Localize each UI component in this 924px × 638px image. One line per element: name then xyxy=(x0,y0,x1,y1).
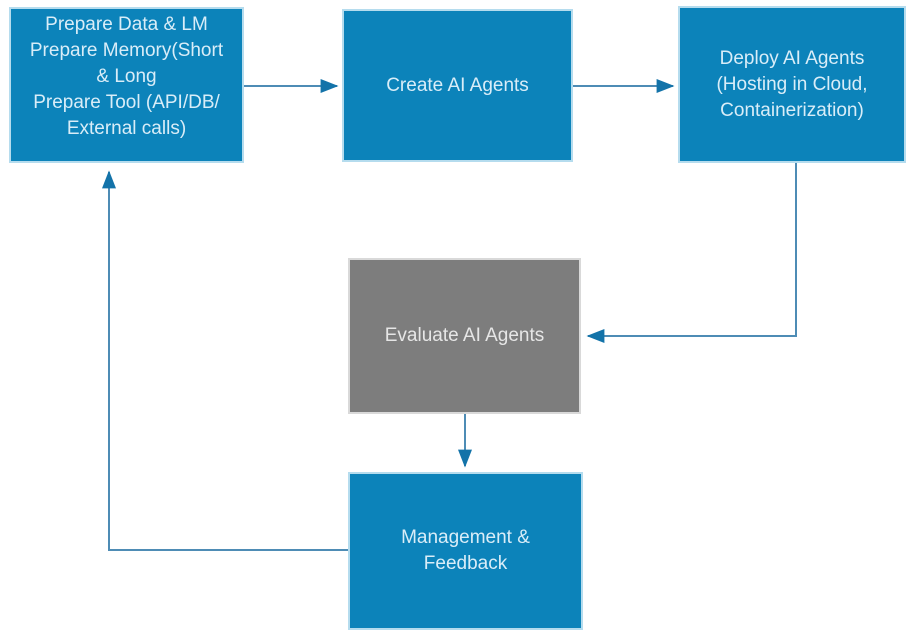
node-evaluate-ai-agents: Evaluate AI Agents xyxy=(348,258,581,414)
node-create-ai-agents-label: Create AI Agents xyxy=(386,74,529,96)
edge-manage-to-prepare xyxy=(102,170,348,551)
node-management-feedback-label: Management & Feedback xyxy=(401,527,530,574)
node-create-ai-agents: Create AI Agents xyxy=(342,9,573,162)
node-evaluate-ai-agents-label: Evaluate AI Agents xyxy=(384,325,545,346)
node-deploy-ai-agents-label: Deploy AI Agents (Hosting in Cloud, Cont… xyxy=(716,47,868,121)
node-prepare-data-label: Prepare Data & LM Prepare Memory(Short &… xyxy=(29,14,224,139)
edge-deploy-to-evaluate xyxy=(586,163,797,343)
node-prepare-data: Prepare Data & LM Prepare Memory(Short &… xyxy=(9,7,244,163)
node-deploy-ai-agents: Deploy AI Agents (Hosting in Cloud, Cont… xyxy=(678,6,906,163)
node-management-feedback: Management & Feedback xyxy=(348,472,583,630)
